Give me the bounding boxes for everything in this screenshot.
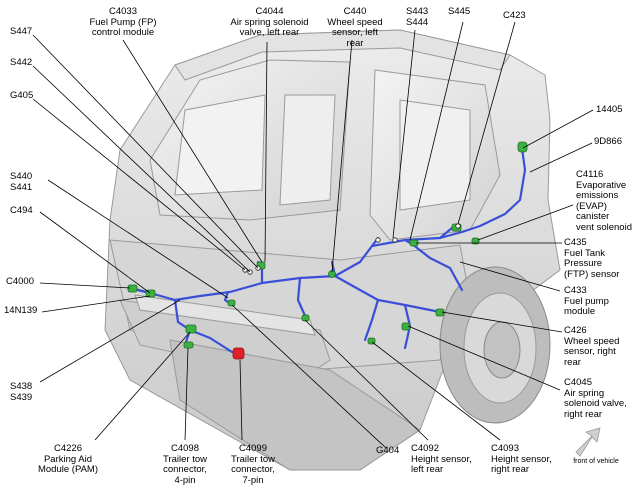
label-c423: C423 bbox=[503, 10, 526, 21]
label-c433: C433 Fuel pump module bbox=[564, 285, 609, 317]
label-c494: C494 bbox=[10, 205, 33, 216]
label-9d866: 9D866 bbox=[594, 136, 622, 147]
splice-markers bbox=[242, 223, 461, 275]
label-c4045: C4045 Air spring solenoid valve, right r… bbox=[564, 377, 627, 420]
label-c4099: C4099 Trailer tow connector, 7-pin bbox=[231, 443, 275, 486]
label-g405: G405 bbox=[10, 90, 34, 101]
connector-14405 bbox=[517, 141, 528, 153]
label-c4116: C4116 Evaporative emissions (EVAP) canis… bbox=[576, 169, 632, 233]
connector-c4226 bbox=[185, 324, 197, 334]
connector-c4116 bbox=[471, 237, 480, 245]
label-s438: S438 S439 bbox=[10, 381, 33, 403]
label-14405: 14405 bbox=[596, 104, 623, 115]
label-14n139: 14N139 bbox=[4, 305, 38, 316]
label-s445: S445 bbox=[448, 6, 471, 17]
front-of-vehicle-arrow-icon bbox=[575, 427, 601, 457]
rear-wheel bbox=[439, 266, 551, 424]
label-s443: S443 S444 bbox=[406, 6, 429, 28]
label-s442: S442 bbox=[10, 57, 33, 68]
leader-lines bbox=[32, 21, 594, 449]
label-c4000: C4000 bbox=[6, 276, 34, 287]
label-c4044: C4044 Air spring solenoid valve, left re… bbox=[230, 6, 309, 38]
label-s440: S440 S441 bbox=[10, 171, 33, 193]
label-front-of-vehicle: front of vehicle bbox=[573, 458, 619, 465]
label-c4093: C4093 Height sensor, right rear bbox=[491, 443, 552, 475]
label-c4226: C4226 Parking Aid Module (PAM) bbox=[37, 443, 98, 475]
label-c426: C426 Wheel speed sensor, right rear bbox=[564, 325, 620, 368]
label-c4098: C4098 Trailer tow connector, 4-pin bbox=[163, 443, 207, 486]
connector-c4000 bbox=[127, 284, 138, 293]
label-c440: C440 Wheel speed sensor, left rear bbox=[327, 6, 383, 49]
connector-c4098 bbox=[183, 341, 194, 349]
label-c435: C435 Fuel Tank Pressure (FTP) sensor bbox=[564, 237, 620, 280]
label-g404: G404 bbox=[376, 445, 400, 456]
label-s447: S447 bbox=[10, 26, 33, 37]
label-c4092: C4092 Height sensor, left rear bbox=[411, 443, 472, 475]
vehicle-body bbox=[104, 29, 561, 471]
connector-g404 bbox=[227, 299, 236, 307]
connector-c4099 bbox=[232, 347, 245, 360]
label-c4033: C4033 Fuel Pump (FP) control module bbox=[89, 6, 157, 38]
